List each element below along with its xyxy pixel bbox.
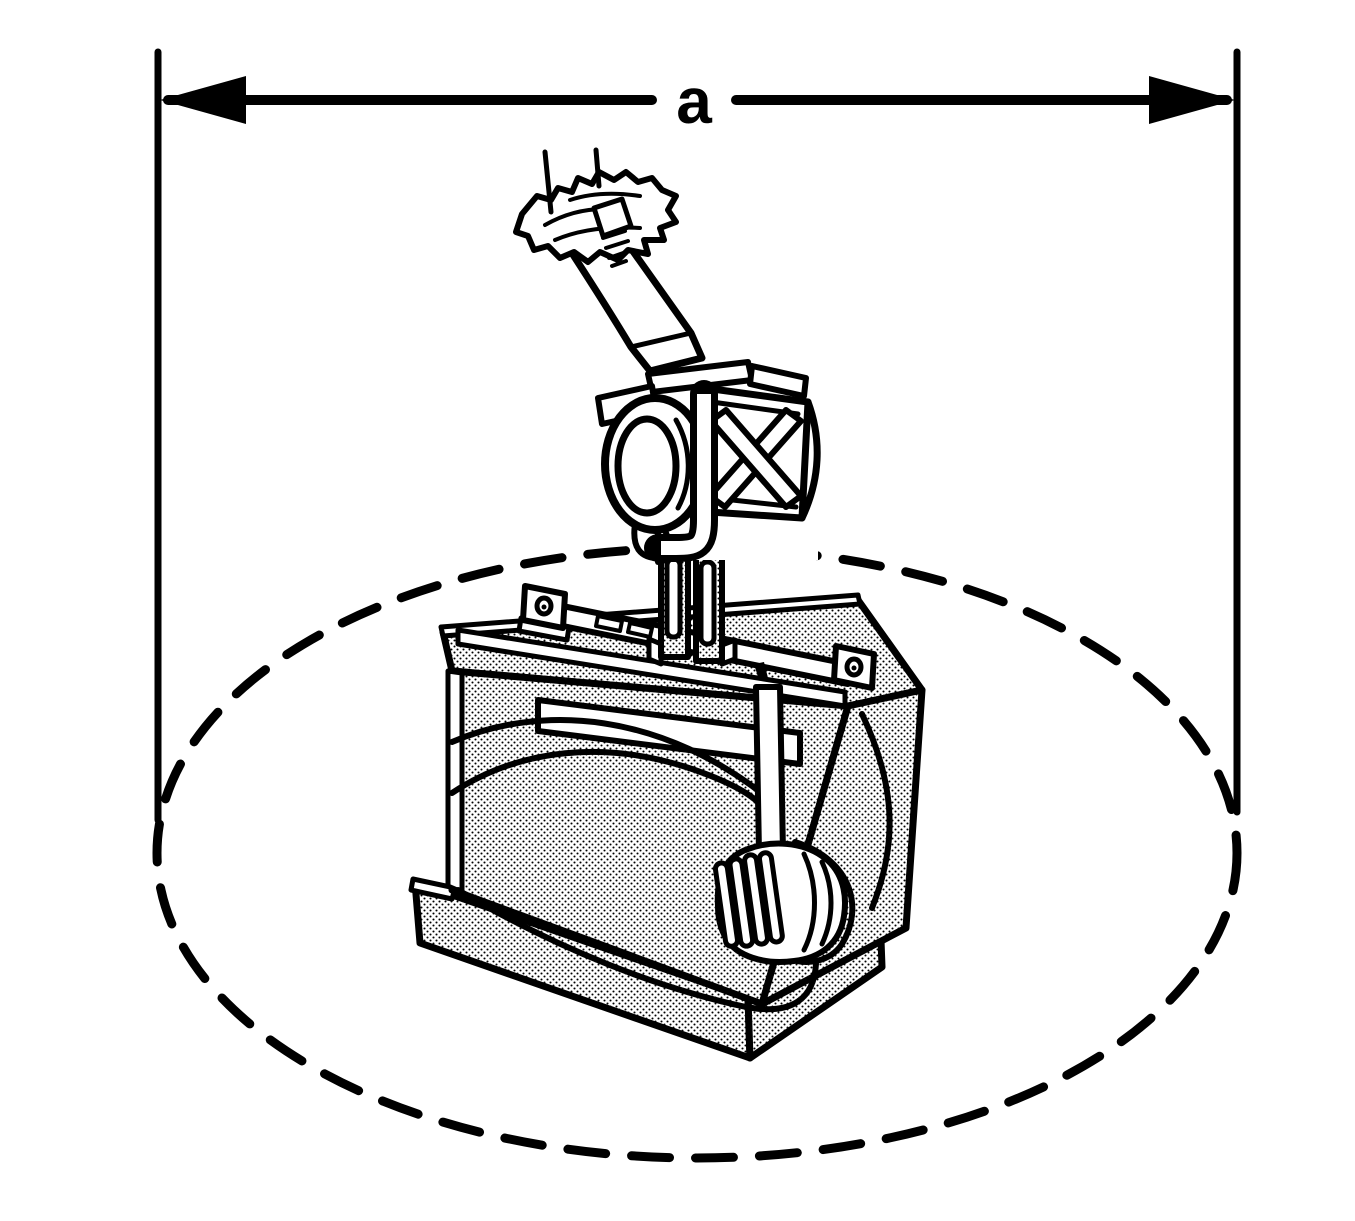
retractor-frame xyxy=(701,384,821,522)
rail-bracket-right xyxy=(831,643,877,691)
j-hook-bracket xyxy=(644,380,718,565)
anchor-plate xyxy=(513,147,679,268)
frame-end-cap xyxy=(798,398,821,522)
base-top-sliver xyxy=(408,876,458,902)
clearance-zone-ellipse xyxy=(152,543,1242,1163)
webbing-fold-line xyxy=(628,330,694,350)
mounting-bolt xyxy=(591,196,634,268)
dimension-a: a xyxy=(154,48,1241,824)
rail-notch-mark xyxy=(754,662,768,680)
hanging-webbing-end xyxy=(753,684,786,856)
block-left-edge-highlight xyxy=(445,668,465,895)
webbing-on-block xyxy=(449,711,893,1013)
arrowhead-right xyxy=(1149,76,1235,124)
dimension-label: a xyxy=(676,65,712,137)
post-slot-left xyxy=(664,556,683,640)
test-block xyxy=(438,583,926,1013)
spool-inner-face xyxy=(614,415,680,517)
rail-support-strip xyxy=(455,627,848,709)
suspension-cable-left xyxy=(542,149,554,215)
rail-bracket-left xyxy=(516,583,572,643)
retractor-top-plate-2 xyxy=(747,363,809,399)
ribbed-connector xyxy=(712,839,856,965)
x-brace-arm-2 xyxy=(708,407,804,510)
connector-ribs xyxy=(712,850,785,949)
post-slot-right xyxy=(698,559,717,647)
rail-slot-1 xyxy=(594,614,624,633)
arrowhead-left xyxy=(160,76,246,124)
retractor-assembly xyxy=(595,359,821,565)
retractor-spool xyxy=(601,394,709,534)
suspension-cable-right xyxy=(593,147,602,189)
